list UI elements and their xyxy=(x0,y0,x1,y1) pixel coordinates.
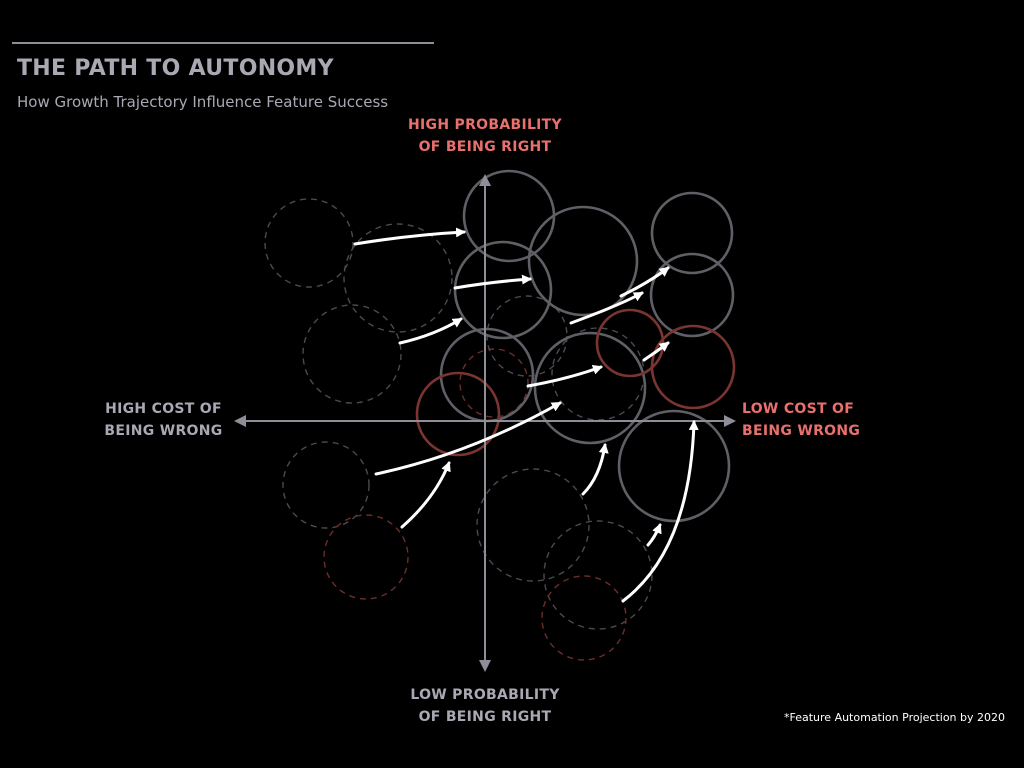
trajectory-arrow xyxy=(400,461,451,529)
origin-circle-red xyxy=(541,575,627,661)
page-subtitle: How Growth Trajectory Influence Feature … xyxy=(17,93,389,111)
trajectory-arrow xyxy=(353,227,466,246)
dashed-gray-circles xyxy=(264,198,653,630)
axes xyxy=(234,174,736,672)
trajectory-arrows xyxy=(353,227,699,603)
destination-circle-red xyxy=(415,371,501,457)
page-title: THE PATH TO AUTONOMY xyxy=(17,56,334,81)
solid-red-circles xyxy=(415,308,736,457)
trajectory-arrow xyxy=(453,274,532,290)
axis-label-left-line1: HIGH COST OF xyxy=(105,401,222,417)
destination-circle xyxy=(650,191,734,275)
destination-circle xyxy=(453,240,553,340)
axis-label-bottom-line1: LOW PROBABILITY xyxy=(410,687,560,703)
trajectory-arrow xyxy=(526,365,603,388)
trajectory-arrow xyxy=(398,317,463,345)
trajectory-arrow xyxy=(646,523,662,547)
axis-label-right-line2: BEING WRONG xyxy=(742,423,861,439)
trajectory-arrow xyxy=(569,291,644,325)
axis-label-top: HIGH PROBABILITY OF BEING RIGHT xyxy=(380,114,590,158)
origin-circle xyxy=(543,520,653,630)
destination-circle xyxy=(617,409,731,523)
axis-label-top-line1: HIGH PROBABILITY xyxy=(408,117,562,133)
origin-circle xyxy=(282,441,370,529)
destination-circle xyxy=(462,169,556,263)
title-rule xyxy=(12,42,434,44)
origin-circle xyxy=(264,198,354,288)
origin-circle-red xyxy=(459,348,529,418)
axis-label-left: HIGH COST OF BEING WRONG xyxy=(86,398,241,442)
axis-label-right: LOW COST OF BEING WRONG xyxy=(742,398,882,442)
origin-circle xyxy=(476,468,590,582)
axis-label-top-line2: OF BEING RIGHT xyxy=(418,139,552,155)
axis-label-right-line1: LOW COST OF xyxy=(742,401,855,417)
destination-circle xyxy=(649,252,735,338)
origin-circle xyxy=(343,223,453,333)
origin-circle xyxy=(302,304,402,404)
destination-circle-red xyxy=(650,324,736,410)
trajectory-arrow xyxy=(619,266,670,298)
trajectory-arrow xyxy=(621,420,699,603)
destination-circle xyxy=(527,205,639,317)
trajectory-arrow xyxy=(374,401,562,476)
destination-circle xyxy=(533,331,647,445)
trajectory-arrow xyxy=(642,341,670,362)
solid-gray-circles xyxy=(439,169,735,523)
axis-label-left-line2: BEING WRONG xyxy=(104,423,223,439)
footnote: *Feature Automation Projection by 2020 xyxy=(784,711,1005,724)
axis-label-bottom: LOW PROBABILITY OF BEING RIGHT xyxy=(380,684,590,728)
axis-label-bottom-line2: OF BEING RIGHT xyxy=(418,709,552,725)
origin-circle-red xyxy=(323,514,409,600)
trajectory-arrow xyxy=(581,443,609,496)
dashed-red-circles xyxy=(323,348,627,661)
